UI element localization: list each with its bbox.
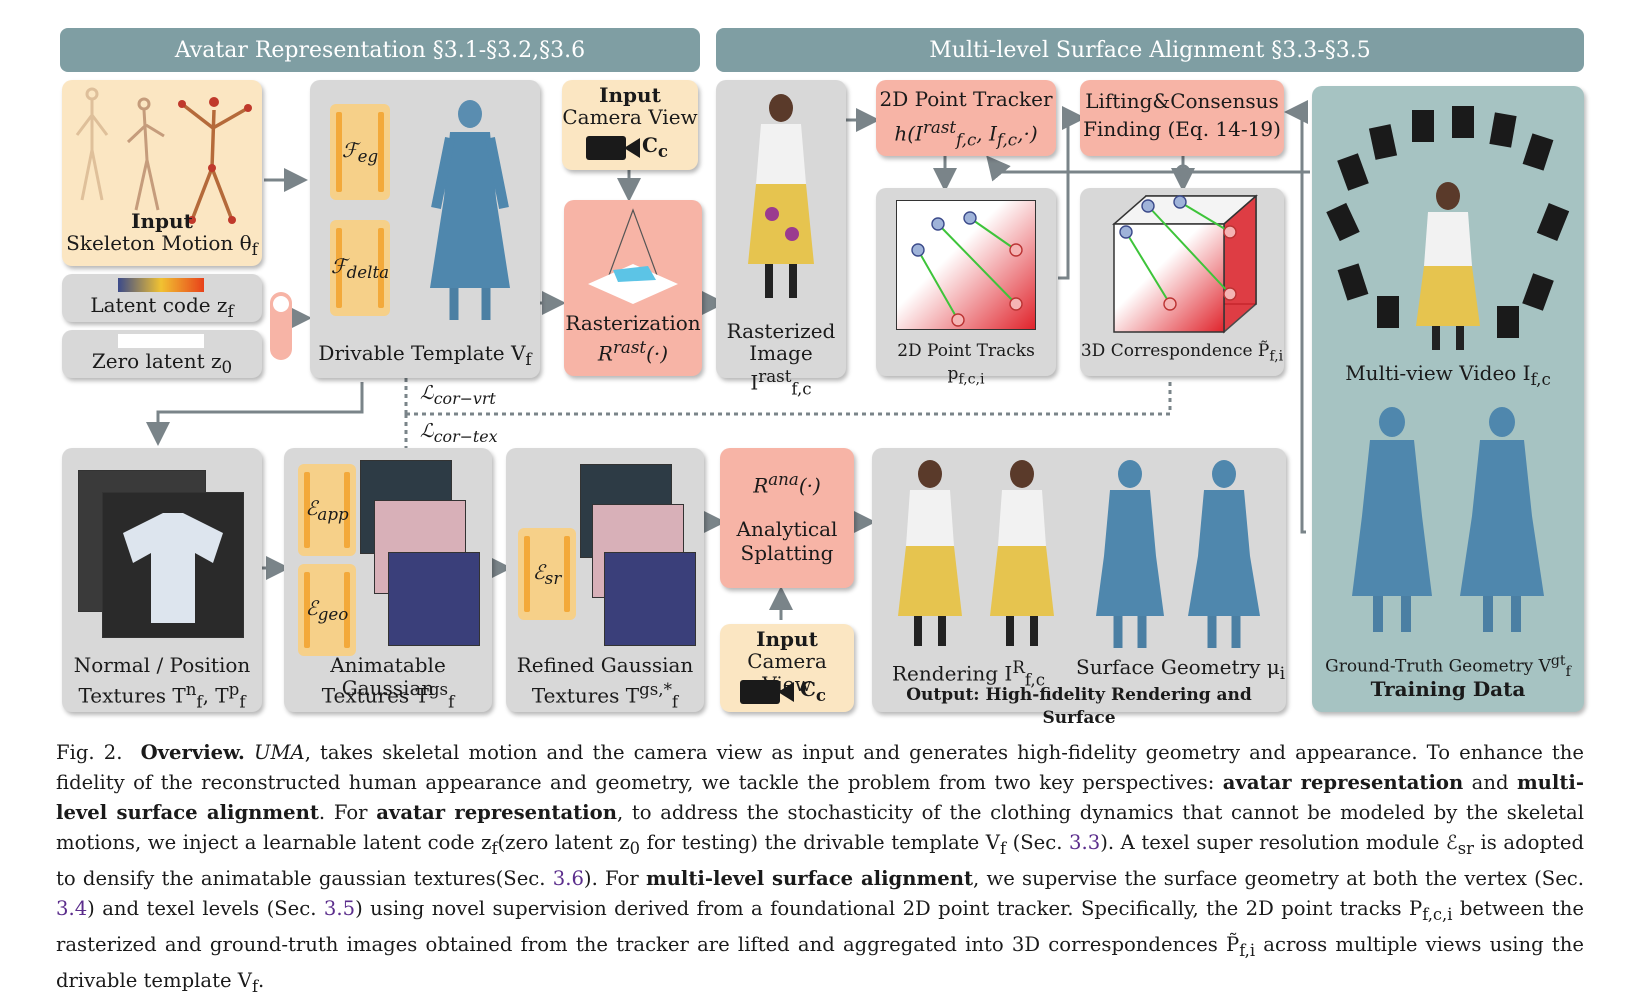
loss-cor-tex: ℒcor−tex	[420, 420, 498, 446]
splatting-op: Rana(·)	[753, 470, 821, 498]
camera-bottom-icon	[740, 680, 794, 704]
header-avatar-representation: Avatar Representation §3.1-§3.2,§3.6	[60, 28, 700, 72]
refined-textures-panel: ℰsr Refined Gaussian Textures Tgs,*f	[506, 448, 704, 712]
camera-top-symbol: Cc	[642, 133, 669, 162]
camera-top-view: Camera View	[562, 105, 698, 129]
tracker-title: 2D Point Tracker	[879, 87, 1053, 111]
latent-code-panel: Latent code zf	[62, 274, 262, 322]
encoder-feg: ℱeg	[330, 104, 390, 200]
splatting-line1: Analytical	[736, 517, 838, 541]
skeleton-panel: Input Skeleton Motion θf	[62, 80, 262, 266]
zero-latent-panel: Zero latent z0	[62, 330, 262, 378]
normal-textures-panel: Normal / Position Textures Tnf, Tpf	[62, 448, 262, 712]
latent-code-label: Latent code zf	[90, 293, 234, 322]
drivable-template-panel: ℱeg ℱdelta Drivable Template Vf	[310, 80, 540, 378]
switch-knob	[273, 296, 289, 312]
camera-view-top-panel: Input Camera View Cc	[562, 80, 698, 170]
template-label: Drivable Template Vf	[318, 341, 532, 370]
gt-label: Ground-Truth Geometry Vgtf	[1325, 653, 1571, 681]
output-panel: Rendering IRf,c Surface Geometry μi Outp…	[872, 448, 1286, 728]
encoder-app: ℰapp	[298, 464, 356, 556]
rasterization-op: Rrast(·)	[597, 338, 669, 366]
template-mesh-figure	[430, 100, 510, 320]
skeleton-input-title: Input	[131, 209, 193, 233]
ref-sec-3-4[interactable]: 3.4	[56, 896, 88, 920]
splatting-line2: Splatting	[740, 541, 834, 565]
gauss-tex-line1: Animatable Gaussian	[330, 653, 446, 700]
refined-thumb-3	[604, 552, 696, 646]
ref-sec-3-3[interactable]: 3.3	[1069, 831, 1101, 854]
training-data-title: Training Data	[1370, 677, 1526, 701]
gt-geometry-figures	[1352, 407, 1544, 632]
lifting-line2: Finding (Eq. 14-19)	[1083, 117, 1281, 141]
rasterization-icon	[588, 208, 678, 304]
arrow-template-to-textures	[146, 382, 364, 446]
camera-bottom-symbol: Cc	[800, 677, 827, 706]
rasterized-image-panel: Rasterized Image Irastf,c	[716, 80, 846, 399]
latent-switch	[270, 292, 292, 360]
gaussian-textures-panel: ℰapp ℰgeo Animatable Gaussian Textures T…	[284, 448, 492, 712]
loss-cor-vrt: ℒcor−vrt	[420, 382, 496, 408]
lifting-line1: Lifting&Consensus	[1085, 89, 1279, 113]
normal-tex-line2: Textures Tnf, Tpf	[78, 680, 246, 712]
normal-tex-line1: Normal / Position	[73, 653, 251, 677]
zero-latent-label: Zero latent z0	[91, 349, 233, 378]
texture-thumb-front	[102, 492, 244, 638]
header-alignment-label: Multi-level Surface Alignment §3.3-§3.5	[929, 37, 1371, 63]
arrow-tracks-to-lifting	[1058, 106, 1086, 280]
camera-top-icon	[586, 136, 640, 160]
correspondence-panel: 3D Correspondence P̃f,i	[1080, 188, 1284, 376]
rasterized-label: Rasterized	[726, 319, 836, 343]
camera-bottom-input: Input	[756, 627, 818, 651]
junction-node	[1175, 164, 1191, 180]
lifting-panel: Lifting&Consensus Finding (Eq. 14-19)	[1080, 80, 1284, 156]
ref-sec-3-6[interactable]: 3.6	[552, 866, 584, 890]
output-title: Output: High-fidelity Rendering and Surf…	[906, 685, 1252, 728]
skeleton-motion-label: Skeleton Motion θf	[66, 231, 258, 260]
rasterized-label2: Image Irastf,c	[749, 341, 813, 399]
encoder-sr: ℰsr	[518, 528, 576, 620]
figure-caption: Fig. 2. Overview. UMA, takes skeletal mo…	[56, 741, 1585, 996]
point-tracks-panel: 2D Point Tracks pf,c,i	[876, 188, 1056, 387]
splatting-panel: Rana(·) Analytical Splatting	[720, 448, 854, 588]
arrow-gt-loop	[1296, 110, 1306, 534]
refined-tex-line1: Refined Gaussian	[516, 653, 694, 677]
texture-shirt-shape	[123, 513, 223, 623]
camera-top-input: Input	[599, 83, 661, 107]
camera-view-bottom-panel: Input Camera View Cc	[720, 624, 854, 712]
tracker-formula: h(Irastf,c, If,c,·)	[894, 118, 1038, 150]
rasterization-panel: Rasterization Rrast(·)	[564, 200, 702, 376]
header-surface-alignment: Multi-level Surface Alignment §3.3-§3.5	[716, 28, 1584, 72]
zero-latent-bar	[118, 334, 204, 348]
correspondence-label: 3D Correspondence P̃f,i	[1080, 341, 1284, 365]
output-figures	[898, 460, 1260, 648]
multiview-frames	[1326, 106, 1570, 350]
rasterization-label: Rasterization	[565, 311, 701, 335]
point-tracker-panel: 2D Point Tracker h(Irastf,c, If,c,·)	[876, 80, 1056, 156]
header-avatar-label: Avatar Representation §3.1-§3.2,§3.6	[174, 37, 586, 63]
flow-arrows	[146, 100, 1310, 620]
correspondence-cube	[1112, 194, 1258, 334]
gauss-thumb-3	[388, 552, 480, 646]
rasterized-person	[748, 94, 814, 298]
ref-sec-3-5[interactable]: 3.5	[323, 896, 356, 920]
multiview-label: Multi-view Video If,c	[1345, 361, 1551, 390]
tracks-arrows	[911, 211, 1023, 327]
gauss-tex-line2: Textures Tgsf	[321, 680, 455, 712]
training-data-panel: Multi-view Video If,c Ground-Truth Geome…	[1312, 86, 1584, 712]
arrow-video-to-lifting	[986, 155, 1310, 182]
skeleton-figures	[75, 87, 252, 224]
rendering-label: Rendering IRf,c	[892, 658, 1046, 690]
encoder-geo: ℰgeo	[298, 564, 356, 656]
tracks-label: 2D Point Tracks pf,c,i	[897, 341, 1035, 388]
loss-cor-vrt-line	[404, 378, 1172, 416]
refined-tex-line2: Textures Tgs,*f	[531, 680, 679, 712]
encoder-fdelta: ℱdelta	[330, 220, 390, 316]
surface-label: Surface Geometry μi	[1076, 655, 1286, 684]
latent-gradient-bar	[118, 278, 204, 292]
